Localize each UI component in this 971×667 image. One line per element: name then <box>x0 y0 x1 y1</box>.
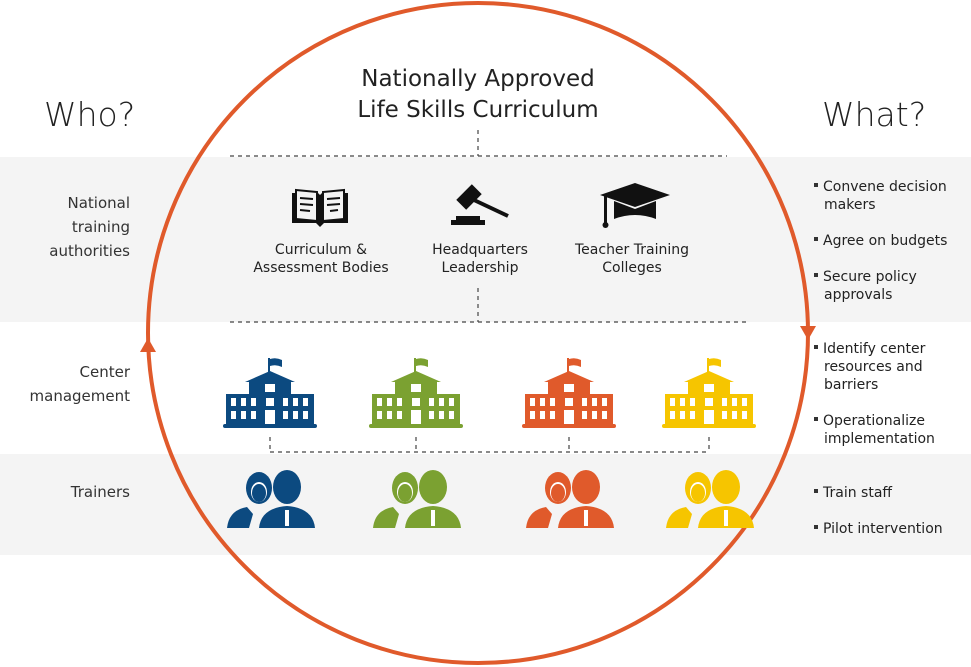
school-building-icon <box>662 358 756 428</box>
bullet-budgets: Agree on budgets <box>814 232 969 250</box>
trainers-people-icon <box>526 470 614 528</box>
what-heading: What? <box>822 95 927 134</box>
school-building-icon <box>223 358 317 428</box>
arrow-down-icon <box>800 326 816 340</box>
school-building-icon <box>522 358 616 428</box>
caption-curriculum: Curriculum &Assessment Bodies <box>253 242 389 276</box>
arrow-up-icon <box>140 338 156 352</box>
bullet-train: Train staff <box>814 484 969 502</box>
trainers-people-icon <box>373 470 461 528</box>
row-label-trainers: Trainers <box>70 483 130 501</box>
trainers-people-icon <box>227 470 315 528</box>
title-line-2: Life Skills Curriculum <box>357 97 599 123</box>
title-line-1: Nationally Approved <box>361 66 595 92</box>
band-trainers <box>0 454 971 555</box>
trainers-people-icon <box>666 470 754 528</box>
who-heading: Who? <box>44 95 136 134</box>
page-title: Nationally Approved Life Skills Curricul… <box>300 64 656 126</box>
book-icon <box>292 188 348 227</box>
graduation-cap-icon <box>600 183 670 228</box>
school-building-icon <box>369 358 463 428</box>
gavel-icon <box>451 184 509 225</box>
bullet-pilot: Pilot intervention <box>814 520 969 538</box>
